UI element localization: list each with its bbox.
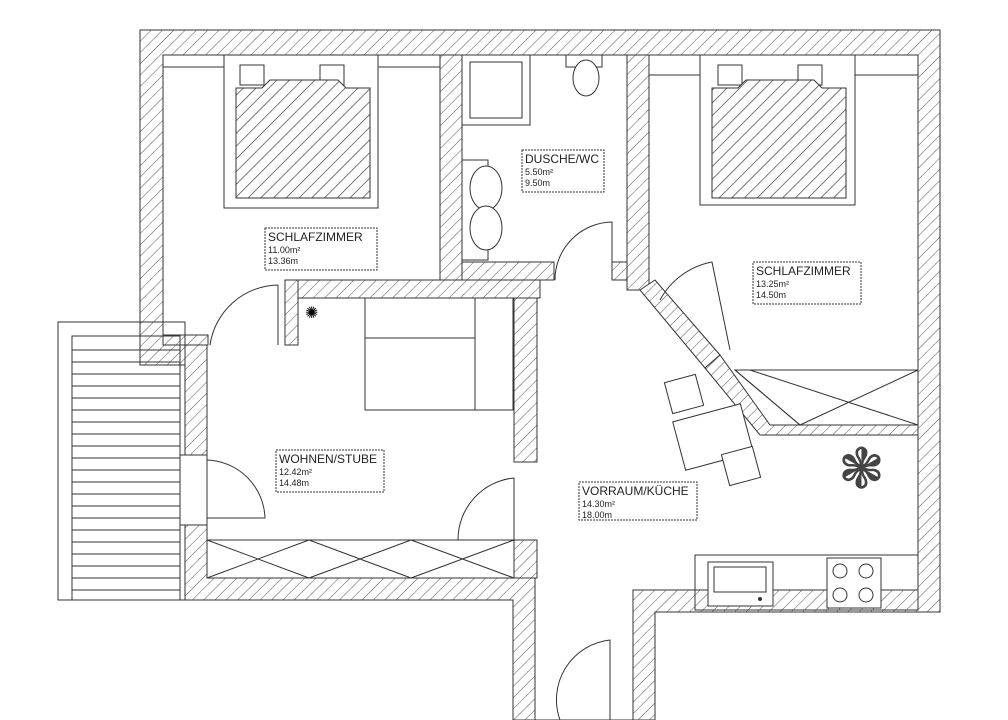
room-perimeter: 14.48m <box>279 478 309 488</box>
sofa <box>364 297 514 411</box>
plant-icon: ❃ <box>838 439 885 501</box>
plant-icon: ✺ <box>305 305 318 322</box>
interior-walls <box>162 54 919 579</box>
room-area: 11.00m² <box>268 245 300 255</box>
room-name: WOHNEN/STUBE <box>279 452 377 466</box>
room-perimeter: 18.00m <box>582 510 612 520</box>
staircase <box>57 321 208 601</box>
room-name: DUSCHE/WC <box>525 152 599 166</box>
wardrobes <box>206 369 919 579</box>
bed-left <box>162 54 441 209</box>
bed-right <box>648 54 919 206</box>
room-perimeter: 14.50m <box>756 290 786 300</box>
doors <box>206 221 731 720</box>
room-name: VORRAUM/KÜCHE <box>582 484 689 498</box>
bathroom-fixtures <box>461 54 603 261</box>
dining-table <box>663 373 762 487</box>
room-perimeter: 13.36m <box>268 256 298 266</box>
room-area: 12.42m² <box>279 467 312 477</box>
room-name: SCHLAFZIMMER <box>268 230 363 244</box>
room-area: 5.50m² <box>525 167 553 177</box>
room-area: 14.30m² <box>582 499 615 509</box>
kitchen-counter <box>694 554 919 611</box>
room-name: SCHLAFZIMMER <box>756 264 851 278</box>
room-perimeter: 9.50m <box>525 178 550 188</box>
room-area: 13.25m² <box>756 279 789 289</box>
